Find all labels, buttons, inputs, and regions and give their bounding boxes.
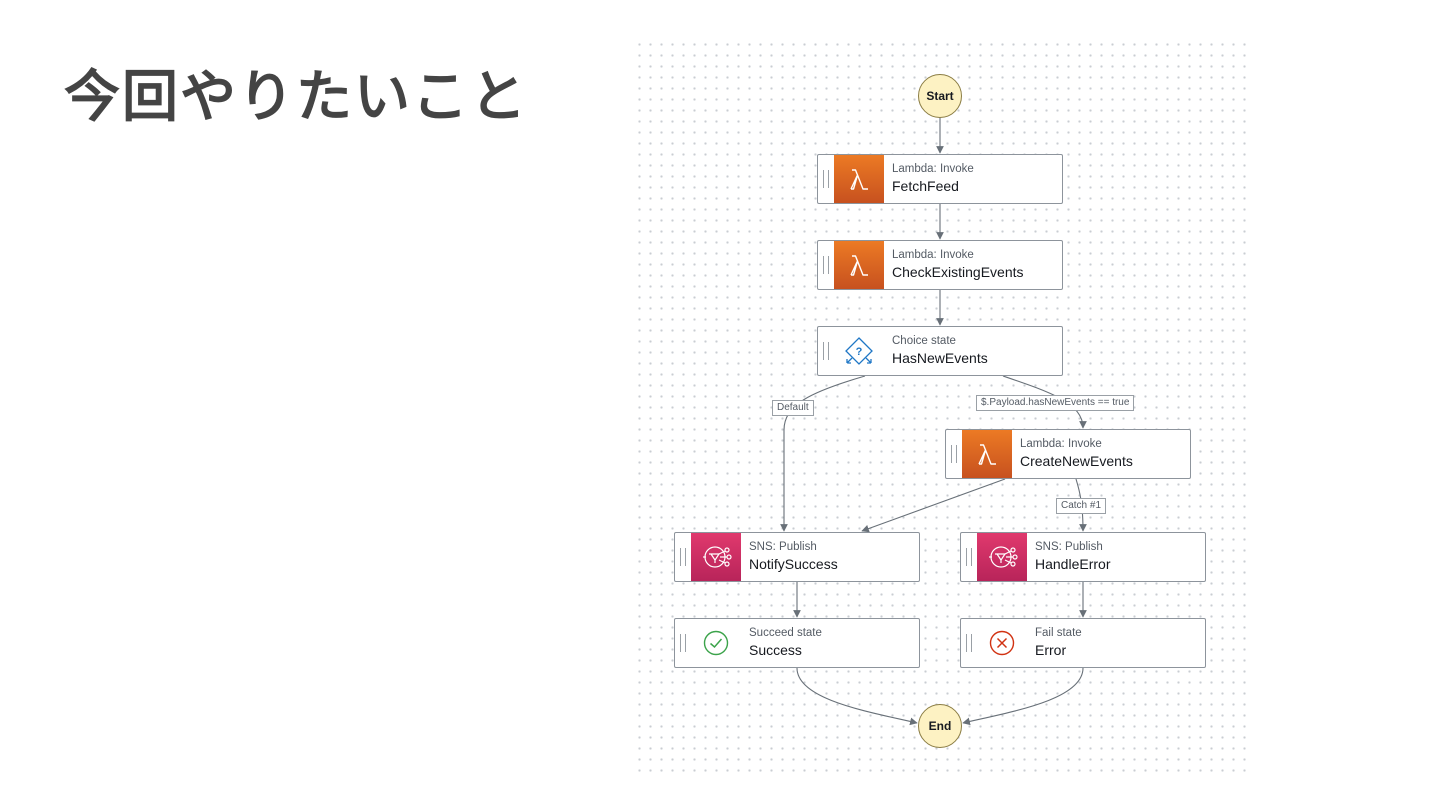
drag-handle-icon[interactable] bbox=[675, 533, 691, 581]
drag-handle-icon[interactable] bbox=[961, 619, 977, 667]
edge-label-default: Default bbox=[772, 400, 814, 416]
state-notify-success[interactable]: SNS: Publish NotifySuccess bbox=[674, 532, 920, 582]
state-handle-error[interactable]: SNS: Publish HandleError bbox=[960, 532, 1206, 582]
state-name-label: Success bbox=[749, 642, 802, 658]
state-name-label: FetchFeed bbox=[892, 178, 959, 194]
state-type-label: Lambda: Invoke bbox=[892, 249, 974, 261]
state-name-label: HasNewEvents bbox=[892, 350, 988, 366]
state-name-label: CreateNewEvents bbox=[1020, 453, 1133, 469]
sns-icon bbox=[977, 533, 1027, 581]
state-type-label: Lambda: Invoke bbox=[892, 163, 974, 175]
edge-label-catch: Catch #1 bbox=[1056, 498, 1107, 514]
state-type-label: Fail state bbox=[1035, 627, 1082, 639]
drag-handle-icon[interactable] bbox=[818, 327, 834, 375]
x-circle-icon bbox=[977, 619, 1027, 667]
state-type-label: SNS: Publish bbox=[1035, 541, 1103, 553]
choice-icon: ? bbox=[834, 327, 884, 375]
edge-label-condition: $.Payload.hasNewEvents == true bbox=[976, 395, 1135, 411]
state-type-label: Choice state bbox=[892, 335, 956, 347]
state-type-label: Succeed state bbox=[749, 627, 822, 639]
lambda-icon bbox=[834, 155, 884, 203]
drag-handle-icon[interactable] bbox=[946, 430, 962, 478]
state-name-label: CheckExistingEvents bbox=[892, 264, 1024, 280]
lambda-icon bbox=[962, 430, 1012, 478]
drag-handle-icon[interactable] bbox=[961, 533, 977, 581]
state-create-new-events[interactable]: Lambda: Invoke CreateNewEvents bbox=[945, 429, 1191, 479]
state-name-label: Error bbox=[1035, 642, 1067, 658]
end-node[interactable]: End bbox=[918, 704, 962, 748]
state-check-existing-events[interactable]: Lambda: Invoke CheckExistingEvents bbox=[817, 240, 1063, 290]
start-node[interactable]: Start bbox=[918, 74, 962, 118]
state-has-new-events[interactable]: ? Choice state HasNewEvents bbox=[817, 326, 1063, 376]
lambda-icon bbox=[834, 241, 884, 289]
state-type-label: Lambda: Invoke bbox=[1020, 438, 1102, 450]
state-fetch-feed[interactable]: Lambda: Invoke FetchFeed bbox=[817, 154, 1063, 204]
check-circle-icon bbox=[691, 619, 741, 667]
drag-handle-icon[interactable] bbox=[818, 155, 834, 203]
state-success[interactable]: Succeed state Success bbox=[674, 618, 920, 668]
svg-text:?: ? bbox=[856, 346, 863, 358]
state-name-label: NotifySuccess bbox=[749, 556, 838, 572]
slide-title: 今回やりたいこと bbox=[64, 65, 528, 130]
drag-handle-icon[interactable] bbox=[818, 241, 834, 289]
sns-icon bbox=[691, 533, 741, 581]
state-name-label: HandleError bbox=[1035, 556, 1111, 572]
state-error[interactable]: Fail state Error bbox=[960, 618, 1206, 668]
drag-handle-icon[interactable] bbox=[675, 619, 691, 667]
state-type-label: SNS: Publish bbox=[749, 541, 817, 553]
